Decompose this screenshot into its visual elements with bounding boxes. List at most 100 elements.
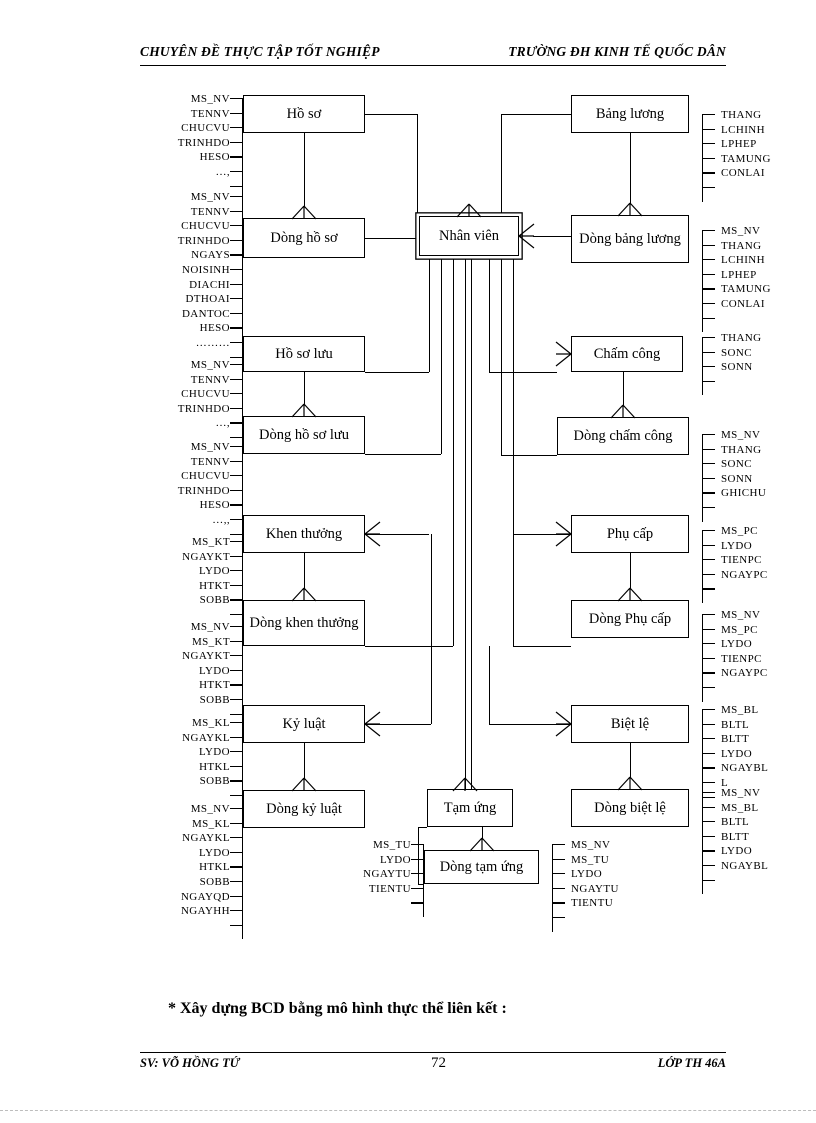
attribute-label: SOBB	[199, 594, 230, 607]
crowsfoot-icon	[610, 404, 636, 419]
crowsfoot-icon	[456, 203, 482, 218]
connector-line	[501, 114, 571, 116]
attribute-tick	[702, 588, 715, 590]
attribute-tick	[702, 303, 715, 305]
attribute-label: CHUCVU	[181, 122, 230, 135]
entity-box-ho-so[interactable]: Hồ sơ	[243, 95, 365, 133]
connector-line	[489, 256, 491, 372]
attribute-tick	[702, 244, 715, 246]
attribute-tick	[230, 614, 243, 616]
attribute-tick	[702, 366, 715, 368]
entity-box-dong-tam-ung[interactable]: Dòng tạm ứng	[424, 850, 539, 884]
entity-label: Biệt lệ	[610, 715, 650, 732]
attribute-label: LYDO	[571, 868, 603, 881]
entity-box-cham-cong[interactable]: Chấm công	[571, 336, 683, 372]
crowsfoot-icon	[555, 521, 572, 547]
entity-box-dong-biet-le[interactable]: Dòng biệt lệ	[571, 789, 689, 827]
connector-line	[418, 827, 420, 884]
attribute-label: MS_BL	[721, 801, 759, 814]
attribute-spine	[702, 530, 704, 603]
attrs-dong-khen-thuong-comb	[230, 626, 243, 729]
header-rule	[140, 65, 726, 66]
attribute-tick	[230, 437, 243, 439]
attribute-tick	[702, 752, 715, 754]
attribute-tick	[411, 858, 424, 860]
attribute-tick	[230, 655, 243, 657]
entity-box-nhan-vien[interactable]: Nhân viên	[419, 216, 519, 256]
entity-box-dong-khen-thuong[interactable]: Dòng khen thưởng	[243, 600, 365, 646]
header-left-text: CHUYÊN ĐỀ THỰC TẬP TỐT NGHIỆP	[140, 44, 380, 59]
attribute-tick	[702, 806, 715, 808]
attribute-label: NGAYKT	[182, 650, 230, 663]
connector-line	[630, 743, 632, 778]
entity-box-dong-ho-so-luu[interactable]: Dòng hồ sơ lưu	[243, 416, 365, 454]
attribute-tick	[230, 127, 243, 129]
attribute-label: MS_NV	[190, 191, 230, 203]
attribute-tick	[230, 866, 243, 868]
connector-line	[417, 114, 419, 218]
attribute-tick	[230, 196, 243, 198]
connector-line	[304, 553, 306, 589]
attribute-label: SONC	[721, 346, 752, 359]
connector-line	[630, 553, 632, 589]
attribute-label: LYDO	[721, 747, 753, 760]
entity-box-bang-luong[interactable]: Bảng lương	[571, 95, 689, 133]
attribute-tick	[230, 312, 243, 314]
entity-box-tam-ung[interactable]: Tạm ứng	[427, 789, 513, 827]
attribute-label: NGAYKT	[182, 550, 230, 563]
connector-line	[489, 724, 571, 726]
attrs-dong-cham-cong-comb	[702, 434, 715, 522]
attribute-tick	[230, 780, 243, 782]
attribute-label: THANG	[721, 109, 762, 121]
attribute-label: MS_NV	[721, 225, 761, 237]
connector-line	[365, 454, 441, 456]
attribute-tick	[230, 910, 243, 912]
entity-box-khen-thuong[interactable]: Khen thưởng	[243, 515, 365, 553]
attribute-tick	[702, 657, 715, 659]
attribute-tick	[702, 337, 715, 339]
crowsfoot-icon	[518, 223, 535, 249]
attribute-label: MS_BL	[721, 704, 759, 716]
connector-line	[513, 534, 571, 536]
entity-box-biet-le[interactable]: Biệt lệ	[571, 705, 689, 743]
attribute-label: MS_KL	[191, 817, 230, 830]
attribute-tick	[230, 393, 243, 395]
footer-class: LỚP TH 46A	[657, 1056, 726, 1070]
attribute-tick	[230, 504, 243, 506]
attribute-tick	[702, 879, 715, 881]
attribute-tick	[230, 626, 243, 628]
entity-box-dong-ho-so[interactable]: Dòng hồ sơ	[243, 218, 365, 258]
connector-line	[365, 114, 417, 116]
crowsfoot-icon	[364, 521, 381, 547]
attribute-label: NGAYHH	[180, 905, 230, 918]
entity-box-dong-ky-luat[interactable]: Dòng kỷ luật	[243, 790, 365, 828]
connector-line	[489, 646, 491, 724]
entity-box-dong-cham-cong[interactable]: Dòng chấm công	[557, 417, 689, 455]
attribute-spine	[241, 98, 243, 201]
attribute-tick	[552, 917, 565, 919]
entity-box-ho-so-luu[interactable]: Hồ sơ lưu	[243, 336, 365, 372]
attribute-tick	[702, 672, 715, 674]
crowsfoot-icon	[291, 403, 317, 418]
attribute-tick	[230, 640, 243, 642]
entity-box-ky-luat[interactable]: Kỷ luật	[243, 705, 365, 743]
connector-line	[501, 455, 557, 457]
attribute-tick	[702, 230, 715, 232]
attribute-label: LYDO	[198, 746, 230, 759]
attribute-tick	[702, 114, 715, 116]
entity-box-dong-bang-luong[interactable]: Dòng bảng lương	[571, 215, 689, 263]
section-note: * Xây dựng BCD bằng mô hình thực thể liê…	[168, 1000, 507, 1017]
connector-line	[365, 724, 431, 726]
entity-box-dong-phu-cap[interactable]: Dòng Phụ cấp	[571, 600, 689, 638]
attribute-tick	[702, 492, 715, 494]
attribute-label: NGAYS	[191, 249, 230, 262]
attribute-label: TAMUNG	[721, 283, 771, 296]
connector-line	[471, 256, 473, 789]
entity-box-phu-cap[interactable]: Phụ cấp	[571, 515, 689, 553]
